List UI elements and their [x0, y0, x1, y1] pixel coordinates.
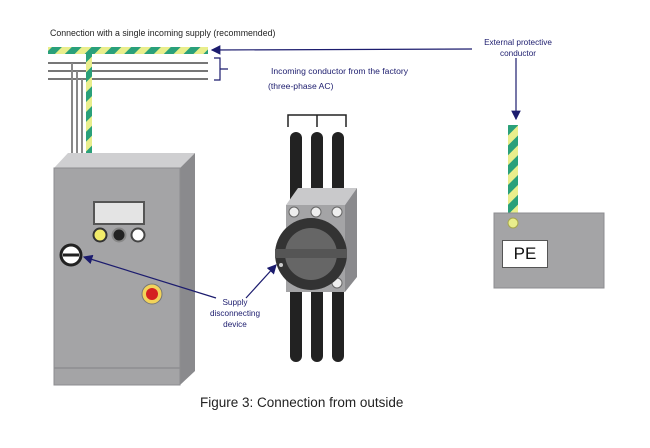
external-label-line2: conductor — [500, 49, 536, 58]
incoming-label-line1: Incoming conductor from the factory — [271, 66, 409, 76]
supply-label-line3: device — [223, 320, 247, 329]
title-top: Connection with a single incoming supply… — [50, 28, 276, 38]
external-pe — [493, 125, 605, 289]
supply-disconnecting-label: Supply disconnecting device — [198, 297, 272, 330]
supply-arrow-right — [245, 264, 277, 299]
pe-label: PE — [502, 240, 548, 268]
disconnect-switch-assembly — [275, 132, 357, 362]
incoming-brace — [214, 57, 228, 81]
figure-caption: Figure 3: Connection from outside — [200, 395, 404, 410]
indicator-yellow — [92, 227, 108, 243]
control-cabinet — [53, 153, 195, 386]
supply-arrow-left — [82, 254, 217, 299]
external-pe-conductor — [508, 125, 518, 223]
cabinet-display — [93, 201, 145, 225]
supply-label-line2: disconnecting — [209, 309, 261, 318]
incoming-label-line2: (three-phase AC) — [268, 81, 334, 91]
indicator-white — [130, 227, 146, 243]
external-arrow-top — [210, 45, 473, 55]
supply-label-line1: Supply — [222, 298, 248, 307]
pe-drop-conductor — [86, 50, 92, 160]
external-protective-label: External protective conductor — [478, 37, 558, 59]
incoming-conductors — [48, 47, 208, 164]
protective-conductor-bar — [48, 47, 208, 54]
external-label-line1: External protective — [484, 38, 552, 47]
indicator-black — [111, 227, 127, 243]
busbar-bracket — [287, 114, 347, 127]
